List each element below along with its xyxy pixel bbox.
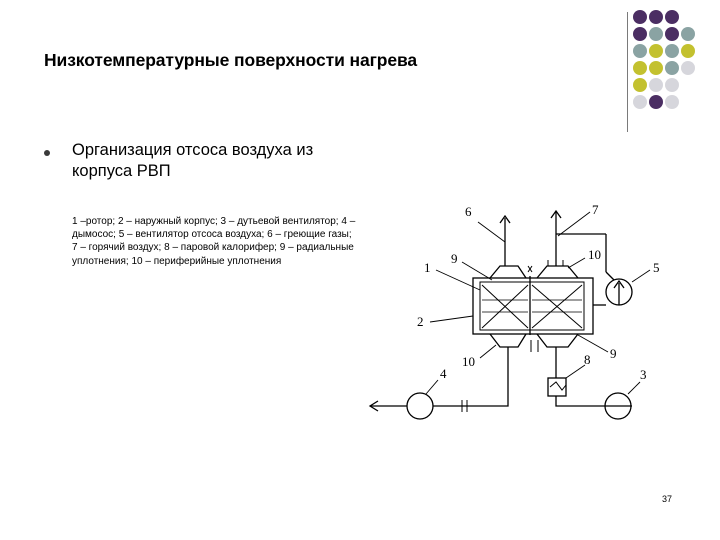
decorative-dot bbox=[649, 44, 663, 58]
label-10-bottom: 10 bbox=[462, 354, 475, 369]
label-1: 1 bbox=[424, 260, 431, 275]
decorative-dot bbox=[665, 78, 679, 92]
decorative-dot bbox=[633, 10, 647, 24]
rotor bbox=[479, 281, 585, 331]
decorative-dot bbox=[649, 10, 663, 24]
label-5: 5 bbox=[653, 260, 660, 275]
label-3: 3 bbox=[640, 367, 647, 382]
decorative-dot bbox=[665, 27, 679, 41]
steam-heater-8 bbox=[547, 377, 567, 397]
decorative-dot bbox=[681, 27, 695, 41]
label-2: 2 bbox=[417, 314, 424, 329]
label-9-bottom: 9 bbox=[610, 346, 617, 361]
decorative-dot bbox=[633, 78, 647, 92]
bullet-marker bbox=[44, 150, 50, 156]
decorative-dot bbox=[681, 61, 695, 75]
decorative-dot bbox=[649, 27, 663, 41]
decorative-dot bbox=[665, 10, 679, 24]
decorative-dot bbox=[665, 61, 679, 75]
decorative-dot bbox=[649, 78, 663, 92]
decorative-dot bbox=[649, 61, 663, 75]
decorative-dot bbox=[665, 44, 679, 58]
decorative-dot bbox=[633, 44, 647, 58]
decorative-dot bbox=[649, 95, 663, 109]
label-10-top: 10 bbox=[588, 247, 601, 262]
bullet-text: Организация отсоса воздуха из корпуса РВ… bbox=[72, 141, 314, 180]
page-number: 37 bbox=[662, 494, 673, 504]
decorative-dot bbox=[633, 61, 647, 75]
slide-title: Низкотемпературные поверхности нагрева bbox=[44, 50, 418, 70]
rvp-air-suction-diagram: 1 2 3 4 5 6 7 8 9 9 10 10 bbox=[368, 202, 660, 420]
decorative-dot bbox=[633, 95, 647, 109]
outer-housing bbox=[472, 277, 594, 335]
decorative-dot bbox=[633, 27, 647, 41]
label-4: 4 bbox=[440, 366, 447, 381]
decorative-dot bbox=[665, 95, 679, 109]
label-8: 8 bbox=[584, 352, 591, 367]
label-6: 6 bbox=[465, 204, 472, 219]
decorative-dot-grid bbox=[633, 10, 695, 109]
smoke-exhauster-4 bbox=[406, 392, 434, 420]
label-7: 7 bbox=[592, 202, 599, 217]
diagram-caption: 1 –ротор; 2 – наружный корпус; 3 – дутье… bbox=[72, 216, 356, 267]
decorative-dot bbox=[681, 44, 695, 58]
decorative-vertical-line bbox=[627, 12, 628, 132]
label-9-top: 9 bbox=[451, 251, 458, 266]
